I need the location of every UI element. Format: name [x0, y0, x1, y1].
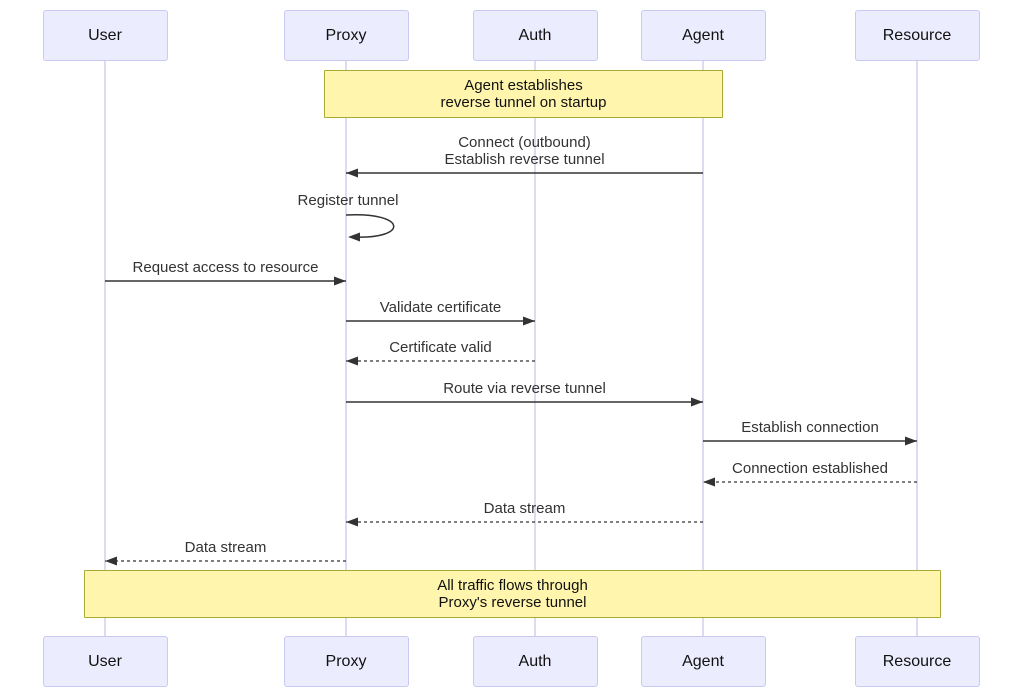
message-label-line: Establish reverse tunnel: [444, 151, 605, 168]
actor-label: User: [88, 652, 122, 670]
message-label: Certificate valid: [389, 339, 492, 356]
arrowhead-icon: [334, 276, 346, 286]
message-label: Route via reverse tunnel: [443, 380, 606, 397]
message-label: Register tunnel: [298, 192, 399, 209]
arrowhead-icon: [346, 168, 358, 178]
message-selfloop: [345, 214, 395, 238]
actor-label: Proxy: [325, 26, 367, 44]
arrowhead-icon: [703, 477, 715, 487]
actor-label: Resource: [882, 26, 952, 44]
actor-box-bottom-proxy: Proxy: [283, 636, 409, 687]
arrowhead-icon: [105, 556, 117, 566]
message-label: Data stream: [185, 539, 267, 556]
actor-box-bottom-auth: Auth: [472, 636, 598, 687]
arrowhead-icon: [346, 356, 358, 366]
actor-label: Proxy: [325, 652, 367, 670]
note-startup-line: Agent establishes: [464, 77, 583, 94]
message-label-line: Certificate valid: [389, 339, 492, 356]
actor-box-top-agent: Agent: [640, 10, 766, 61]
actor-label: Agent: [682, 26, 724, 44]
note-startup-line: reverse tunnel on startup: [440, 94, 607, 111]
message-label-line: Data stream: [184, 539, 267, 556]
message-label-line: Establish connection: [741, 419, 879, 436]
message-label: Data stream: [484, 500, 566, 517]
actor-box-top-auth: Auth: [472, 10, 598, 61]
message-label-line: Route via reverse tunnel: [443, 380, 606, 397]
note-traffic-line: Proxy's reverse tunnel: [438, 594, 587, 611]
actor-box-top-resource: Resource: [854, 10, 980, 61]
arrowhead-icon: [346, 517, 358, 527]
message-label: Request access to resource: [133, 259, 319, 276]
message-label: Establish connection: [741, 419, 879, 436]
actor-label: Resource: [882, 652, 952, 670]
actor-box-top-proxy: Proxy: [283, 10, 409, 61]
message-label-line: Data stream: [483, 500, 566, 517]
message-label: Validate certificate: [380, 299, 501, 316]
arrowhead-icon: [523, 316, 535, 326]
actor-label: Auth: [518, 26, 552, 44]
message-label-line: Connection established: [732, 460, 888, 477]
message-label-line: Connect (outbound): [458, 134, 591, 151]
message-label: Connection established: [732, 460, 888, 477]
actor-label: User: [88, 26, 122, 44]
actor-box-bottom-agent: Agent: [640, 636, 766, 687]
actor-label: Agent: [682, 652, 724, 670]
note-traffic-line: All traffic flows through: [437, 577, 588, 594]
message-label-line: Request access to resource: [132, 259, 319, 276]
actor-box-bottom-user: User: [42, 636, 168, 687]
message-label: Connect (outbound)Establish reverse tunn…: [444, 134, 604, 168]
arrowhead-icon: [905, 436, 917, 446]
arrowhead-icon: [691, 397, 703, 407]
actor-box-top-user: User: [42, 10, 168, 61]
message-label-line: Validate certificate: [379, 299, 502, 316]
actor-box-bottom-resource: Resource: [854, 636, 980, 687]
message-label-line: Register tunnel: [297, 192, 399, 209]
actor-label: Auth: [518, 652, 552, 670]
arrowhead-icon: [348, 232, 360, 242]
